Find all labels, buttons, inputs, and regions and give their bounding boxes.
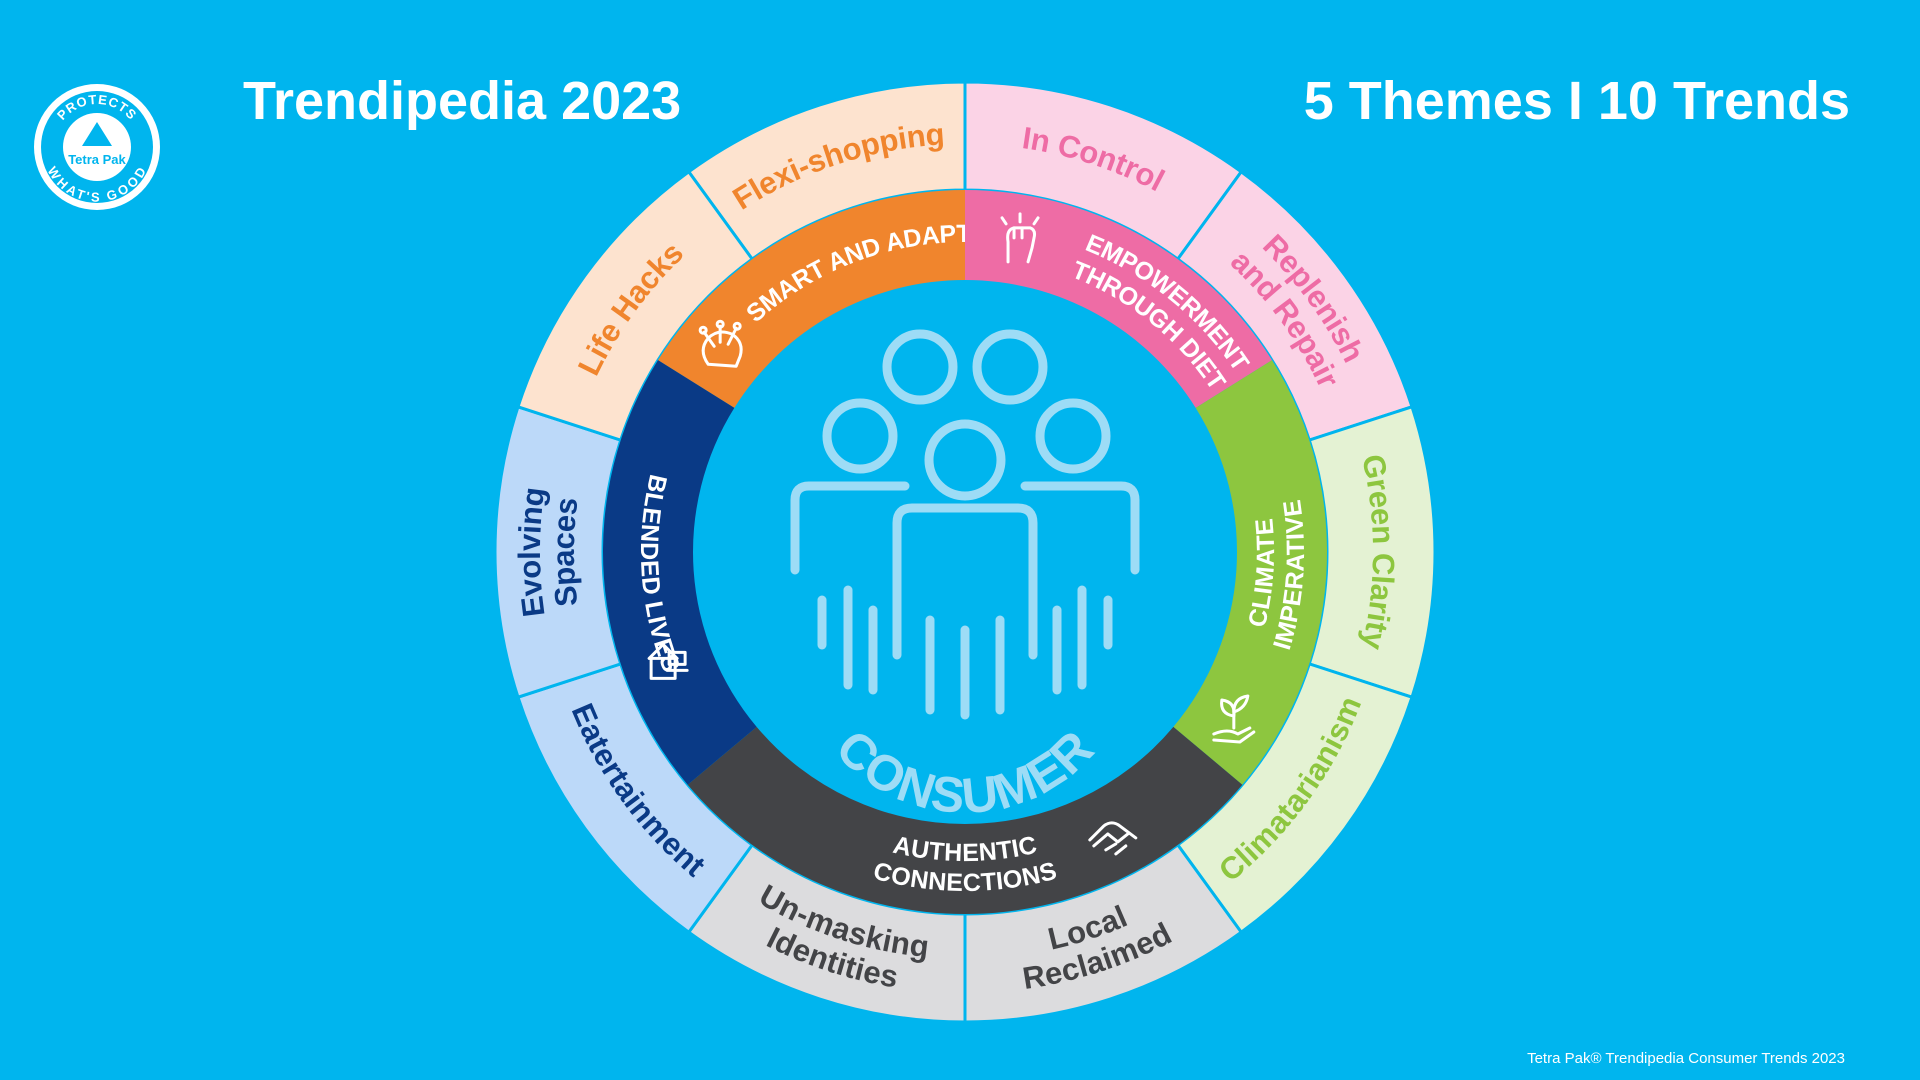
- page-subtitle: 5 Themes I 10 Trends: [1303, 71, 1850, 131]
- home-office-icon: [647, 642, 689, 680]
- theme-segment-empower: [965, 190, 1272, 408]
- theme-segment-authentic: [687, 726, 1243, 915]
- trend-label-evolving-1: Evolving: [512, 485, 552, 619]
- tetra-pak-logo: PROTECTS WHAT'S GOOD Tetra Pak: [34, 84, 160, 210]
- logo-brand-text: Tetra Pak: [68, 152, 126, 167]
- center-disc: [693, 280, 1237, 824]
- trend-label-path-evolving-1: Evolving: [512, 485, 552, 619]
- theme-segment-climate: [1173, 360, 1328, 785]
- page-title: Trendipedia 2023: [243, 71, 682, 131]
- tetra-pak-emblem-icon: [82, 122, 112, 146]
- theme-segment-smart: [658, 190, 965, 408]
- people-group-icon: [790, 329, 1140, 720]
- footer-credit: Tetra Pak® Trendipedia Consumer Trends 2…: [1527, 1050, 1845, 1067]
- handshake-icon: [1088, 821, 1138, 856]
- trend-label-evolving-2: Spaces: [546, 496, 585, 609]
- theme-segment-blended: [603, 360, 757, 785]
- trend-label-path-evolving-2: Spaces: [546, 496, 585, 609]
- hand-plant-icon: [1212, 694, 1256, 744]
- raised-fist-icon: [1000, 212, 1040, 264]
- head-network-icon: [698, 319, 743, 368]
